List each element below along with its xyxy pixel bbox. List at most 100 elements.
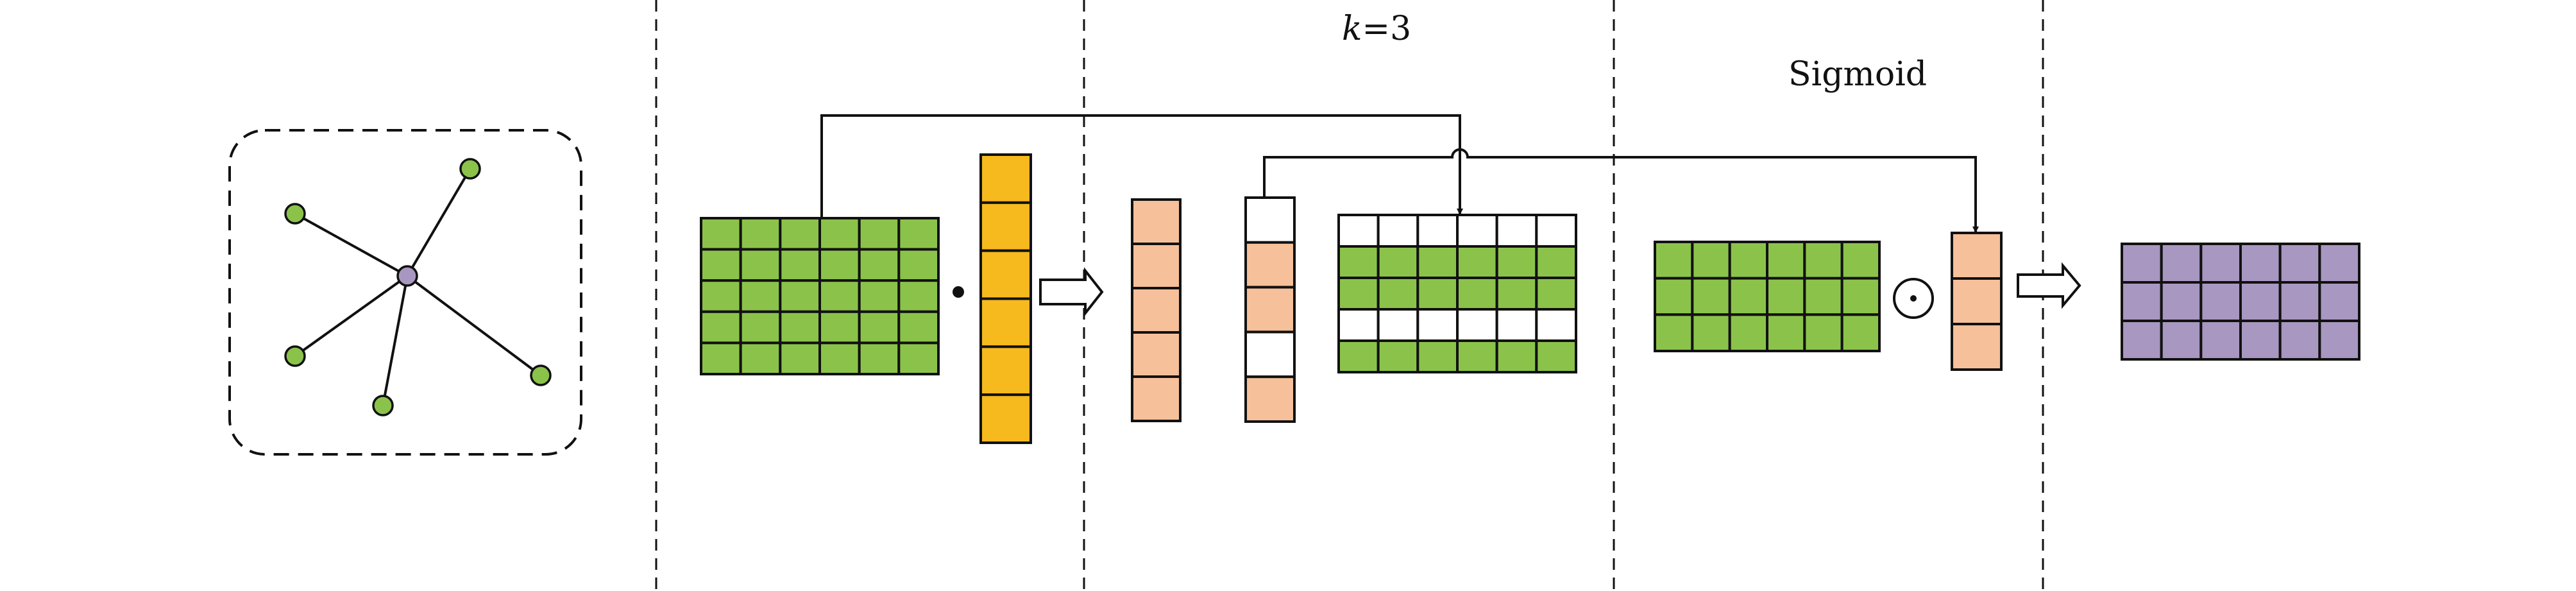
matrix-cell: [1495, 245, 1538, 279]
matrix-cell: [1416, 277, 1459, 311]
matrix-cell: [739, 248, 782, 282]
matrix-cell: [2199, 281, 2242, 322]
matrix-cell: [1691, 277, 1731, 316]
graph-edge: [294, 212, 408, 277]
sigmoid-label: Sigmoid: [1788, 55, 1927, 94]
hollow-right-arrow-icon: [2017, 262, 2081, 309]
vector-cell: [1131, 331, 1182, 378]
graph-edge: [406, 275, 542, 377]
graph-edge: [382, 275, 409, 406]
matrix-cell: [2160, 320, 2203, 361]
connector-mask-to-gate: [1263, 148, 1979, 233]
matrix-cell: [1803, 277, 1843, 316]
matrix-cell: [897, 279, 940, 313]
input-feature-matrix: [700, 217, 940, 376]
matrix-cell: [818, 279, 861, 313]
matrix-cell: [1456, 339, 1498, 373]
k-variable: k: [1342, 10, 1362, 48]
k-label: k=3: [1342, 10, 1411, 48]
pooled-feature-matrix: [1654, 241, 1881, 353]
vector-cell: [979, 153, 1032, 204]
matrix-cell: [858, 248, 901, 282]
matrix-cell: [1337, 277, 1380, 311]
matrix-cell: [1456, 245, 1498, 279]
matrix-cell: [1766, 313, 1806, 353]
matrix-cell: [2318, 281, 2360, 322]
matrix-cell: [1337, 245, 1380, 279]
matrix-cell: [1416, 245, 1459, 279]
vector-cell: [1244, 286, 1296, 334]
graph-node-center: [396, 265, 418, 287]
matrix-cell: [779, 217, 822, 251]
matrix-cell: [2318, 320, 2360, 361]
vector-cell: [979, 249, 1032, 300]
matrix-cell: [1337, 308, 1380, 342]
matrix-cell: [779, 341, 822, 376]
matrix-cell: [1535, 277, 1577, 311]
matrix-cell: [2199, 320, 2242, 361]
matrix-cell: [1535, 339, 1577, 373]
matrix-cell: [1495, 277, 1538, 311]
connectors: [820, 114, 1979, 233]
matrix-cell: [739, 279, 782, 313]
matrix-cell: [818, 310, 861, 345]
matrix-cell: [2318, 243, 2360, 284]
k-value: =3: [1362, 10, 1412, 48]
vector-cell: [979, 393, 1032, 445]
matrix-cell: [700, 217, 742, 251]
graph-edge: [294, 275, 409, 357]
matrix-cell: [1535, 245, 1577, 279]
vector-cell: [1244, 375, 1296, 424]
matrix-cell: [2278, 281, 2321, 322]
matrix-cell: [1728, 241, 1769, 280]
matrix-cell: [1535, 308, 1577, 342]
vector-cell: [1244, 241, 1296, 289]
matrix-cell: [2121, 281, 2163, 322]
matrix-cell: [2239, 243, 2282, 284]
matrix-cell: [897, 341, 940, 376]
matrix-cell: [2278, 243, 2321, 284]
matrix-cell: [1691, 313, 1731, 353]
graph-node-leaf: [284, 345, 306, 367]
matrix-cell: [2160, 243, 2203, 284]
matrix-cell: [897, 310, 940, 345]
projection-vector: [979, 153, 1032, 445]
matrix-cell: [858, 341, 901, 376]
matrix-cell: [1840, 241, 1881, 280]
vector-cell: [1951, 232, 2003, 280]
input-graph: [228, 129, 582, 456]
matrix-cell: [1495, 214, 1538, 248]
vector-cell: [979, 345, 1032, 397]
graph-edges: [294, 167, 542, 406]
matrix-cell: [858, 217, 901, 251]
matrix-cell: [779, 279, 822, 313]
matrix-cell: [1416, 308, 1459, 342]
matrix-cell: [700, 341, 742, 376]
matrix-cell: [1691, 241, 1731, 280]
matrix-cell: [1654, 241, 1694, 280]
matrix-cell: [1728, 277, 1769, 316]
matrix-cell: [1728, 313, 1769, 353]
matrix-cell: [1416, 339, 1459, 373]
scores-vector: [1131, 198, 1182, 422]
matrix-cell: [1766, 241, 1806, 280]
vector-cell: [979, 297, 1032, 348]
matrix-cell: [858, 279, 901, 313]
circled-dot-icon: [1893, 278, 1934, 319]
matrix-cell: [739, 217, 782, 251]
selected-mask-vector: [1244, 196, 1296, 424]
graph-node-leaf: [284, 203, 306, 225]
matrix-cell: [2160, 281, 2203, 322]
matrix-cell: [897, 217, 940, 251]
matrix-cell: [818, 341, 861, 376]
matrix-cell: [1840, 313, 1881, 353]
matrix-cell: [1377, 339, 1419, 373]
matrix-cell: [700, 279, 742, 313]
vector-cell: [1951, 323, 2003, 371]
matrix-cell: [1495, 308, 1538, 342]
matrix-cell: [779, 310, 822, 345]
matrix-cell: [1654, 313, 1694, 353]
matrix-cell: [700, 310, 742, 345]
selected-feature-matrix: [1337, 214, 1577, 373]
